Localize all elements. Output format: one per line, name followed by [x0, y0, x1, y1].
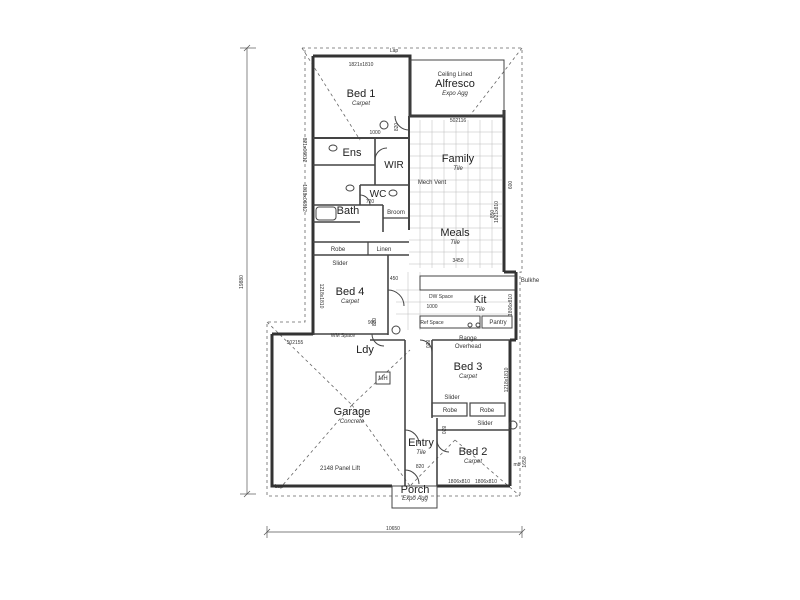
- garage-finish: Concrete: [340, 419, 365, 425]
- fixtures: [315, 120, 518, 430]
- family-finish: Tile: [453, 166, 463, 172]
- overall-width-label: 10650: [386, 526, 400, 532]
- dim-450-label: 450: [390, 276, 399, 282]
- room-labels: Bed 1 Carpet Ceiling Lined Alfresco Expo…: [275, 48, 540, 502]
- family-name: Family: [442, 153, 475, 165]
- overhead-label: Overhead: [455, 344, 481, 350]
- door-bed4-label: 820: [372, 318, 378, 327]
- door-bed1-label: 820: [394, 123, 400, 132]
- manhole-label: MH: [378, 376, 387, 382]
- tile-grid: [396, 120, 510, 330]
- overall-width-dimension: 10650: [263, 526, 526, 538]
- robe-bed3-a: Robe: [443, 408, 458, 414]
- linen-name: Linen: [377, 247, 392, 253]
- door-bed3-label: 820: [424, 340, 430, 349]
- roof-outline: [266, 47, 523, 497]
- overall-depth-label: 19880: [239, 275, 245, 289]
- door-bath-label: 720: [366, 199, 375, 205]
- dim-3450-label: 3450: [452, 258, 463, 264]
- overall-depth-dimension: 19880: [239, 44, 256, 498]
- porch-name: Porch: [401, 484, 430, 496]
- window-bed1-label: 1821x1810: [349, 62, 374, 68]
- basin-icon-bath: [345, 184, 355, 192]
- lap-label: Lap: [275, 484, 284, 490]
- broom-name: Broom: [387, 210, 405, 216]
- ldy-name: Ldy: [356, 344, 374, 356]
- mb-label: mb: [514, 462, 521, 468]
- bed3-name: Bed 3: [454, 361, 483, 373]
- window-dimensions: 1821x1810 502116 502155 1218x1810 1806x8…: [287, 62, 528, 485]
- bed2-name: Bed 2: [459, 446, 488, 458]
- window-ens-label: 821x06812: [301, 138, 307, 163]
- toilet-icon: [388, 189, 398, 197]
- dim-900-label: 900: [368, 320, 377, 326]
- dim-mb-label: 1650: [522, 456, 528, 467]
- wm-space-label: WM Space: [331, 333, 356, 339]
- alfresco-note: Ceiling Lined: [438, 72, 473, 78]
- manhole-icon: [375, 371, 391, 385]
- dim-1000b-label: 1000: [426, 304, 437, 310]
- bulkhead-label: Bulkhe: [521, 278, 540, 284]
- interior-walls: [313, 59, 516, 509]
- slider-bed4: Slider: [332, 261, 347, 267]
- window-garage-label: 502155: [287, 340, 304, 346]
- bath-name: Bath: [337, 205, 360, 217]
- cooktop-burner-2: [475, 322, 481, 328]
- slider-bed3: Slider: [444, 395, 459, 401]
- exterior-walls: [270, 54, 518, 488]
- door-entry-label: 820: [416, 464, 425, 470]
- alfresco-finish: Expo Agg: [442, 91, 468, 97]
- wir-name: WIR: [384, 160, 403, 171]
- bed4-name: Bed 4: [336, 286, 365, 298]
- window-bed2-a-label: 1806x810: [448, 479, 470, 485]
- window-bed4-label: 1218x1810: [318, 284, 324, 309]
- ref-space-label: Ref Space: [420, 320, 444, 326]
- kit-name: Kit: [474, 294, 487, 306]
- dim-1000-label: 1000: [369, 130, 380, 136]
- window-bed3-label: 1218x1810: [504, 367, 510, 392]
- range-label: Range: [459, 336, 477, 342]
- alfresco-name: Alfresco: [435, 78, 475, 90]
- entry-name: Entry: [408, 437, 434, 449]
- window-bed2-b-label: 1806x810: [475, 479, 497, 485]
- window-family-label: 502116: [450, 118, 467, 124]
- doors: [359, 115, 450, 485]
- robe-bed3-b: Robe: [480, 408, 495, 414]
- bathtub-icon: [315, 206, 337, 221]
- garage-name: Garage: [334, 406, 371, 418]
- bed3-finish: Carpet: [459, 374, 477, 380]
- wc-name: WC: [370, 189, 387, 200]
- cooktop-burner: [467, 322, 473, 328]
- meals-finish: Tile: [450, 240, 460, 246]
- door-bed2-label: 820: [440, 426, 446, 435]
- basin-icon: [328, 144, 338, 152]
- slider-bed2: Slider: [477, 421, 492, 427]
- window-bath-label: 1818x06812: [301, 184, 307, 212]
- window-kit-label: 1806x810: [508, 294, 514, 316]
- fan-icon-hall: [391, 325, 401, 335]
- porch-finish: Expo Agg: [402, 496, 428, 502]
- bed1-name: Bed 1: [347, 88, 376, 100]
- pantry-name: Pantry: [489, 320, 506, 326]
- hws-icon: [508, 420, 518, 430]
- bed1-finish: Carpet: [352, 101, 370, 107]
- lap-label-top: Lap: [390, 48, 399, 54]
- robe-bed4: Robe: [331, 247, 346, 253]
- mech-vent-label: Mech Vent: [418, 180, 447, 186]
- window-meals-label: 1821x810: [494, 201, 500, 223]
- bed4-finish: Carpet: [341, 299, 359, 305]
- meals-name: Meals: [440, 227, 470, 239]
- ens-name: Ens: [343, 147, 362, 159]
- dim-600-label: 600: [508, 181, 514, 190]
- kit-finish: Tile: [475, 307, 485, 313]
- panel-lift-label: 2148 Panel Lift: [320, 466, 360, 472]
- bed2-finish: Carpet: [464, 459, 482, 465]
- dim-850-label: 850: [490, 210, 496, 219]
- dw-space-label: DW Space: [429, 294, 453, 300]
- fan-icon: [379, 120, 389, 130]
- entry-finish: Tile: [416, 450, 426, 456]
